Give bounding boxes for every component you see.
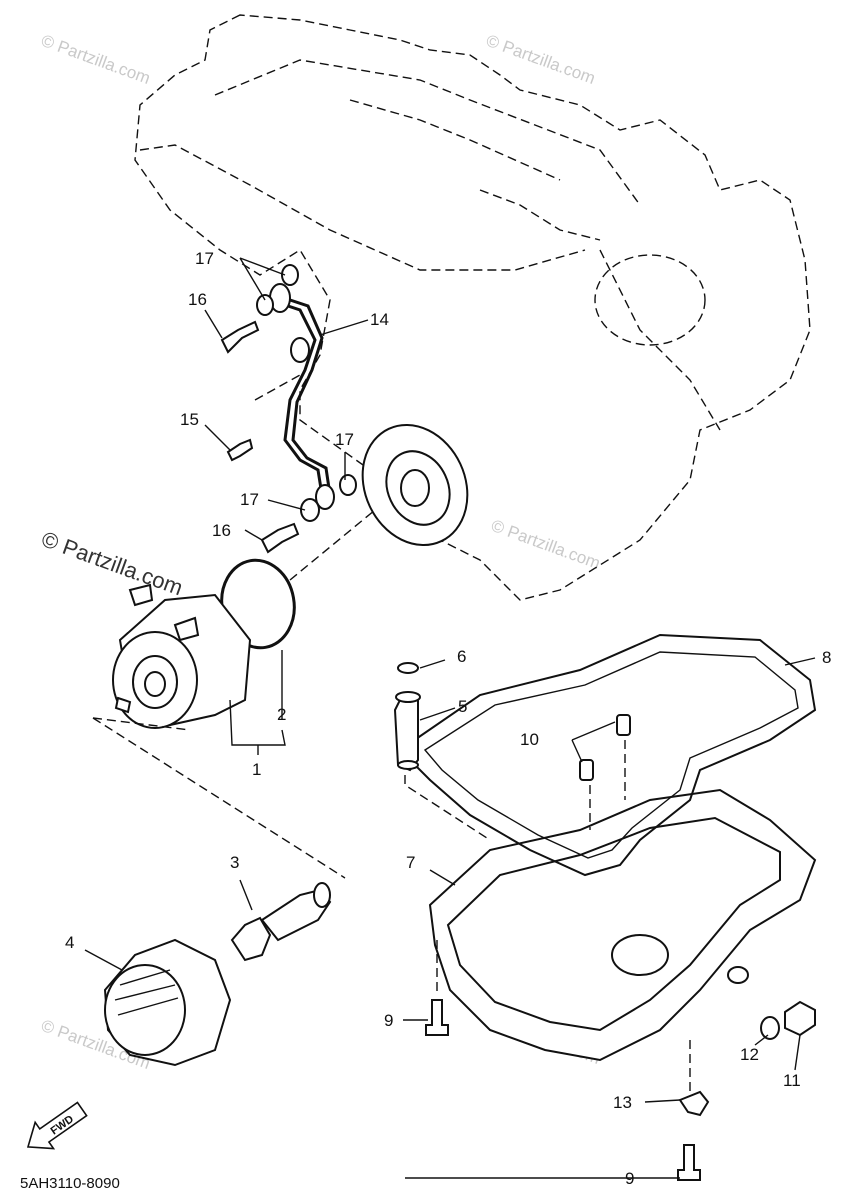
watermark: © Partzilla.com bbox=[38, 526, 186, 600]
callout-4: 4 bbox=[65, 933, 74, 952]
callout-14: 14 bbox=[370, 310, 389, 329]
union-bolts bbox=[220, 320, 300, 554]
callout-2: 2 bbox=[277, 705, 286, 724]
alignment-lines bbox=[92, 374, 691, 1095]
callout-12: 12 bbox=[740, 1045, 759, 1064]
oil-strainer-pipe bbox=[393, 691, 421, 772]
filter-union-bolt bbox=[230, 882, 332, 962]
oil-pan-gasket bbox=[398, 633, 817, 877]
fwd-arrow-icon: FWD bbox=[26, 1101, 88, 1150]
callout-13: 13 bbox=[613, 1093, 632, 1112]
engine-block bbox=[134, 14, 811, 601]
callout-5: 5 bbox=[458, 697, 467, 716]
copper-washers bbox=[256, 264, 357, 522]
callout-6: 6 bbox=[457, 647, 466, 666]
callout-11: 11 bbox=[783, 1071, 801, 1090]
oil-pan bbox=[428, 788, 817, 1062]
oil-cooler bbox=[112, 583, 252, 729]
callout-17-upper: 17 bbox=[195, 249, 214, 268]
callouts: 1 2 3 4 5 6 7 8 9 10 11 12 13 9 14 15 16… bbox=[65, 249, 831, 1188]
pan-bolt-upper bbox=[425, 999, 449, 1036]
leader-lines bbox=[84, 257, 816, 1179]
callout-17-middle: 17 bbox=[335, 430, 354, 449]
cooler-mount-boss bbox=[361, 423, 469, 547]
callout-15: 15 bbox=[180, 410, 199, 429]
drain-plug bbox=[784, 1000, 816, 1037]
dowel-pins bbox=[579, 714, 631, 781]
callout-7: 7 bbox=[406, 853, 415, 872]
callout-16-upper: 16 bbox=[188, 290, 207, 309]
callout-1: 1 bbox=[252, 760, 261, 779]
callout-16-lower: 16 bbox=[212, 521, 231, 540]
callout-9-lower: 9 bbox=[625, 1169, 634, 1188]
drawing-code: 5AH3110-8090 bbox=[20, 1175, 120, 1192]
oil-delivery-pipe bbox=[269, 283, 335, 510]
callout-17-lower: 17 bbox=[240, 490, 259, 509]
oil-filter bbox=[103, 938, 232, 1067]
drain-plug-gasket bbox=[760, 1016, 780, 1040]
callout-10: 10 bbox=[520, 730, 539, 749]
small-o-ring bbox=[397, 662, 419, 674]
watermark: © Partzilla.com bbox=[39, 31, 153, 88]
callout-8: 8 bbox=[822, 648, 831, 667]
callout-9-upper: 9 bbox=[384, 1011, 393, 1030]
pan-bolt-lower bbox=[677, 1144, 701, 1181]
callout-3: 3 bbox=[230, 853, 239, 872]
watermark: © Partzilla.com bbox=[489, 516, 603, 573]
hose-bracket bbox=[678, 1090, 710, 1117]
watermark: © Partzilla.com bbox=[484, 31, 598, 88]
